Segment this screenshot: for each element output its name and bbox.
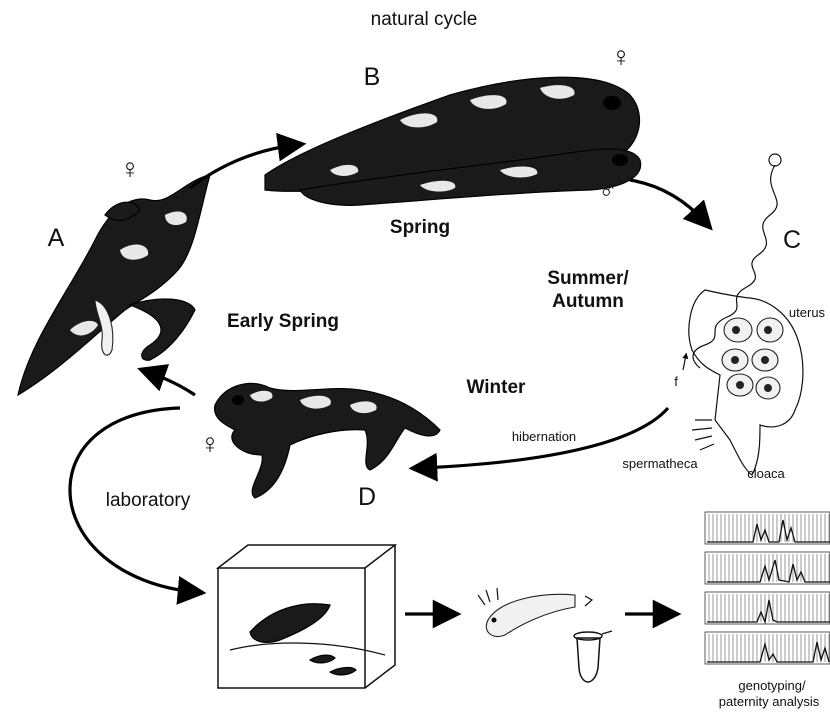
season-summer-line2: Autumn	[552, 291, 624, 312]
season-spring: Spring	[390, 217, 450, 238]
male-symbol: ♂	[598, 175, 618, 205]
female-symbol: ♀	[120, 153, 141, 184]
stage-c-label: C	[783, 226, 801, 254]
tube-icon	[574, 631, 612, 682]
trace-panel	[705, 552, 830, 584]
stage-d-label: D	[358, 483, 376, 511]
f-label: f	[674, 374, 678, 389]
stage-d-illustration	[215, 383, 440, 498]
stage-a-illustration	[18, 175, 210, 395]
trace-panel	[705, 512, 830, 544]
page-title: natural cycle	[371, 9, 478, 30]
season-summer-line1: Summer/	[547, 268, 629, 289]
laboratory-label: laboratory	[106, 490, 191, 511]
genotyping-traces	[705, 512, 830, 664]
stage-b-label: B	[364, 63, 381, 91]
trace-panel	[705, 592, 830, 624]
female-symbol: ♀	[200, 428, 221, 459]
hibernation-label: hibernation	[512, 429, 576, 444]
cloaca-label: cloaca	[747, 466, 785, 481]
female-symbol: ♀	[611, 41, 632, 72]
season-winter: Winter	[467, 377, 527, 398]
spermatheca-label: spermatheca	[622, 456, 698, 471]
larva-a2	[130, 299, 195, 360]
season-early-spring: Early Spring	[227, 311, 339, 332]
uterus-label: uterus	[789, 305, 826, 320]
stage-c-illustration	[683, 154, 803, 475]
stage-b-illustration	[265, 77, 641, 205]
analysis-caption-line1: genotyping/	[738, 678, 806, 693]
arrow-icon	[148, 372, 195, 395]
larva-icon	[478, 588, 592, 637]
trace-panel	[705, 632, 830, 664]
analysis-caption-line2: paternity analysis	[719, 694, 820, 709]
stage-a-label: A	[48, 224, 65, 252]
arrow-icon	[630, 180, 705, 222]
aquarium-icon	[218, 545, 395, 688]
